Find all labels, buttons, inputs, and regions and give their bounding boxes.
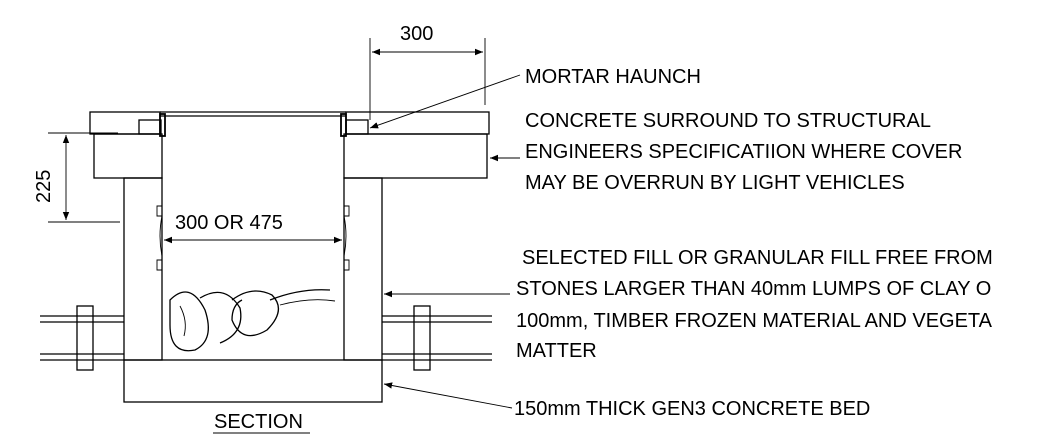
section-title: SECTION	[214, 411, 303, 433]
pipes	[40, 305, 492, 371]
chamber-walls	[123, 177, 383, 361]
leader-lines	[369, 74, 521, 409]
surface-paving	[89, 111, 490, 135]
concrete-surround-label-2: ENGINEERS SPECIFICATIION WHERE COVER	[525, 141, 962, 163]
dimension-top-value: 300	[400, 23, 433, 45]
concrete-surround-label-1: CONCRETE SURROUND TO STRUCTURAL	[525, 110, 931, 132]
selected-fill-label-3: 100mm, TIMBER FROZEN MATERIAL AND VEGETA	[516, 310, 993, 332]
mortar-haunch	[138, 113, 369, 137]
concrete-bed-label: 150mm THICK GEN3 CONCRETE BED	[514, 398, 870, 420]
concrete-surround-label-3: MAY BE OVERRUN BY LIGHT VEHICLES	[525, 172, 905, 194]
dimension-inner-value: 300 OR 475	[175, 212, 283, 234]
mortar-haunch-label: MORTAR HAUNCH	[525, 66, 701, 88]
dimension-inner: 300 OR 475	[164, 212, 342, 244]
concrete-bed	[123, 359, 383, 403]
dimension-left: 225	[33, 132, 120, 223]
selected-fill-label-4: MATTER	[516, 340, 597, 362]
selected-fill-label-1: SELECTED FILL OR GRANULAR FILL FREE FROM	[522, 247, 993, 269]
channel-benching	[169, 289, 336, 352]
selected-fill-label-2: STONES LARGER THAN 40mm LUMPS OF CLAY O	[516, 278, 991, 300]
dimension-left-value: 225	[33, 170, 55, 203]
dimension-top: 300	[369, 23, 486, 120]
concrete-surround	[93, 133, 488, 179]
